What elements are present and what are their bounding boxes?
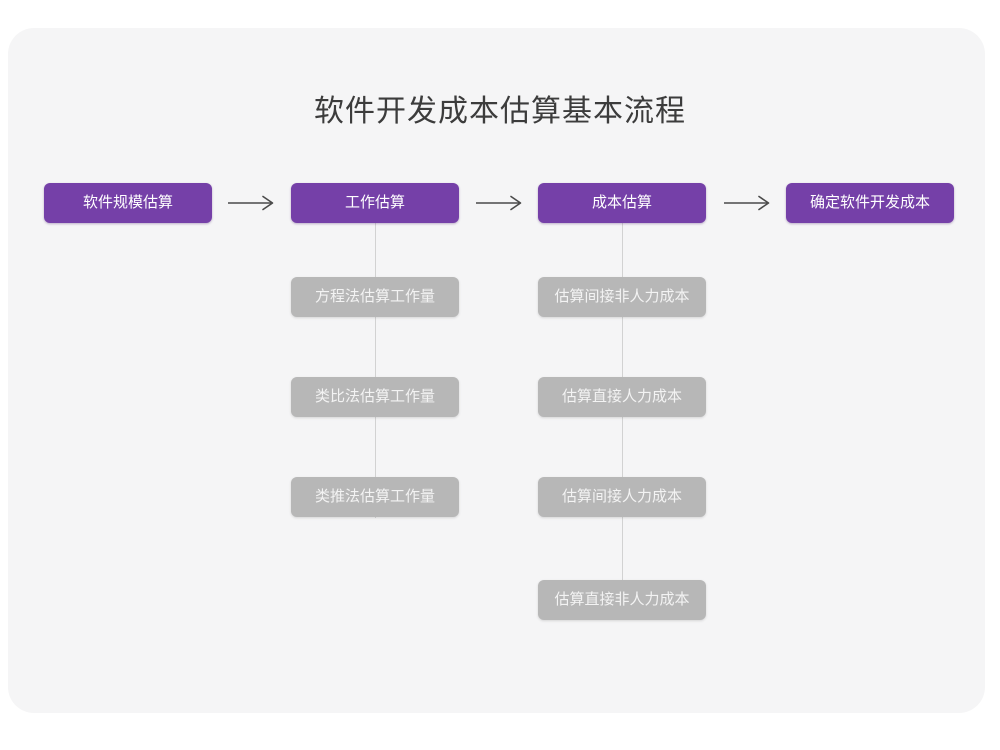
- flow-arrow-2: [470, 183, 532, 223]
- flow-node-label: 类推法估算工作量: [314, 488, 435, 505]
- flow-node-label: 工作估算: [344, 194, 405, 211]
- diagram-card-background: [8, 28, 985, 713]
- flow-node-indirect-nonlabor-cost[interactable]: 估算间接非人力成本: [538, 277, 706, 317]
- flow-node-equation-method-effort[interactable]: 方程法估算工作量: [291, 277, 459, 317]
- flow-arrow-3: [718, 183, 780, 223]
- flow-node-indirect-labor-cost[interactable]: 估算间接人力成本: [538, 477, 706, 517]
- flow-node-inference-method-effort[interactable]: 类推法估算工作量: [291, 477, 459, 517]
- flow-node-cost-estimation[interactable]: 成本估算: [538, 183, 706, 223]
- flow-node-label: 成本估算: [591, 194, 652, 211]
- flow-node-label: 估算间接人力成本: [561, 488, 682, 505]
- flow-node-label: 估算直接人力成本: [561, 388, 682, 405]
- flow-node-label: 类比法估算工作量: [314, 388, 435, 405]
- page-title: 软件开发成本估算基本流程: [314, 95, 686, 128]
- flow-node-analogy-method-effort[interactable]: 类比法估算工作量: [291, 377, 459, 417]
- flow-node-label: 确定软件开发成本: [809, 194, 930, 211]
- flow-node-effort-estimation[interactable]: 工作估算: [291, 183, 459, 223]
- flow-node-determine-development-cost[interactable]: 确定软件开发成本: [786, 183, 954, 223]
- flow-node-label: 估算间接非人力成本: [554, 288, 690, 305]
- flow-node-software-scale-estimation[interactable]: 软件规模估算: [44, 183, 212, 223]
- flow-node-direct-nonlabor-cost[interactable]: 估算直接非人力成本: [538, 580, 706, 620]
- flow-node-label: 估算直接非人力成本: [554, 591, 690, 608]
- flow-node-label: 软件规模估算: [82, 194, 173, 211]
- flow-node-label: 方程法估算工作量: [314, 288, 435, 305]
- flow-arrow-1: [222, 183, 284, 223]
- flow-node-direct-labor-cost[interactable]: 估算直接人力成本: [538, 377, 706, 417]
- connector-line-effort: [375, 212, 376, 518]
